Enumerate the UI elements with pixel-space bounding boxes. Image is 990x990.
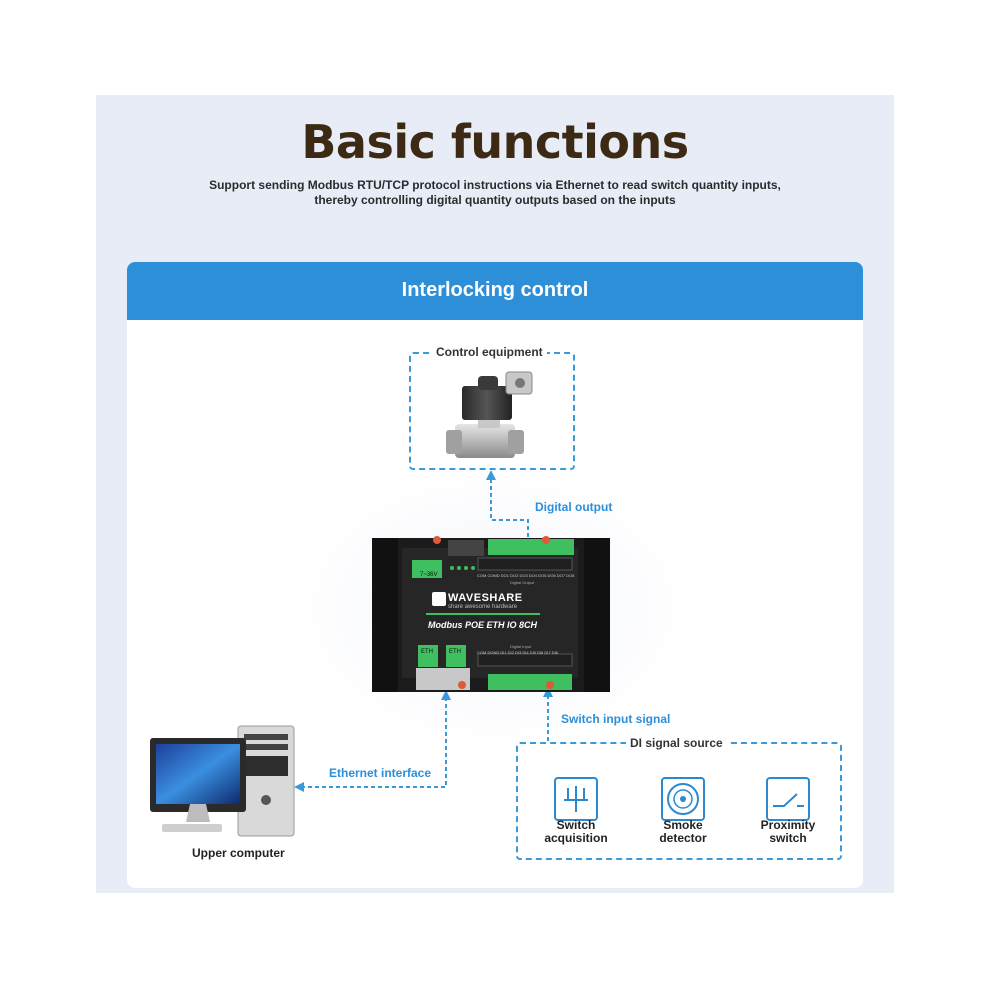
top-led-right [542,536,550,544]
source-1-line-1: Switch [556,818,596,832]
ethernet-arrow-line [302,697,447,788]
eth-jacks [416,668,470,690]
eth-port-2 [446,645,466,667]
device-right-rail [584,538,610,692]
digital-input-silk: Digital Input [510,644,532,649]
output-pins-label: COM COMD DO1 DO2 DO3 DO4 DO5 DO6 DO7 DO8 [477,573,575,578]
valve-coil [462,386,512,420]
digital-output-label: Digital output [535,500,613,514]
valve-outlet [508,430,524,454]
source-smoke-detector-label: Smoke detector [645,819,721,845]
source-3-line-2: switch [769,831,807,845]
smoke-detector-icon [661,777,705,821]
monitor-screen [156,744,240,804]
valve-screw [515,378,525,388]
input-terminal-screws [477,653,573,667]
source-3-line-1: Proximity [760,818,816,832]
eth-port-2-label: ETH [449,649,461,655]
subtitle-line-2: thereby controlling digital quantity out… [314,193,676,207]
power-terminal [412,560,442,578]
source-2-line-1: Smoke [663,818,703,832]
keyboard [162,824,222,832]
ethernet-up-arrowhead [441,690,451,700]
eth-port-1-label: ETH [421,649,433,655]
source-2-line-2: detector [659,831,707,845]
card-title: Interlocking control [401,279,589,301]
digital-output-silk: Digital Output [510,580,535,585]
valve-body [455,424,515,458]
control-equipment-label: Control equipment [432,345,547,359]
power-label: 7~36V [420,572,438,578]
output-terminal-screws [477,557,573,571]
device-left-rail [372,538,398,692]
eth-port-1 [418,645,438,667]
ethernet-interface-label: Ethernet interface [329,766,432,780]
input-pins-label: COM DGND DI1 DI2 DI3 DI4 DI5 DI6 DI7 DI8 [477,650,558,655]
switch-acquisition-icon [554,777,598,821]
device-model: Modbus POE ETH IO 8CH [428,620,538,630]
output-terminal-block [488,539,574,555]
digital-output-arrowhead [486,470,496,480]
source-switch-acquisition-label: Switch acquisition [538,819,614,845]
page-subtitle: Support sending Modbus RTU/TCP protocol … [150,178,840,208]
di-signal-source-label: DI signal source [626,736,727,750]
card-header: Interlocking control [127,262,863,320]
device-tagline: share awesome hardware [448,604,518,610]
bottom-led-left [458,681,466,689]
bottom-led-right [546,681,554,689]
source-1-line-2: acquisition [544,831,608,845]
subtitle-line-1: Support sending Modbus RTU/TCP protocol … [209,178,781,192]
source-proximity-switch-label: Proximity switch [750,819,826,845]
proximity-switch-icon [766,777,810,821]
valve-cap [478,376,498,390]
top-led-left [433,536,441,544]
ethernet-left-arrowhead [294,782,304,792]
upper-computer-label: Upper computer [192,846,285,860]
page-title: Basic functions [301,115,689,169]
dip-switches [448,540,484,556]
digital-output-arrow-line [490,478,529,537]
device-brand: WAVESHARE [448,592,523,604]
waveshare-logo-icon [432,592,446,606]
monitor-stand [186,804,210,822]
valve-inlet [446,430,462,454]
switch-input-signal-label: Switch input signal [561,712,671,726]
